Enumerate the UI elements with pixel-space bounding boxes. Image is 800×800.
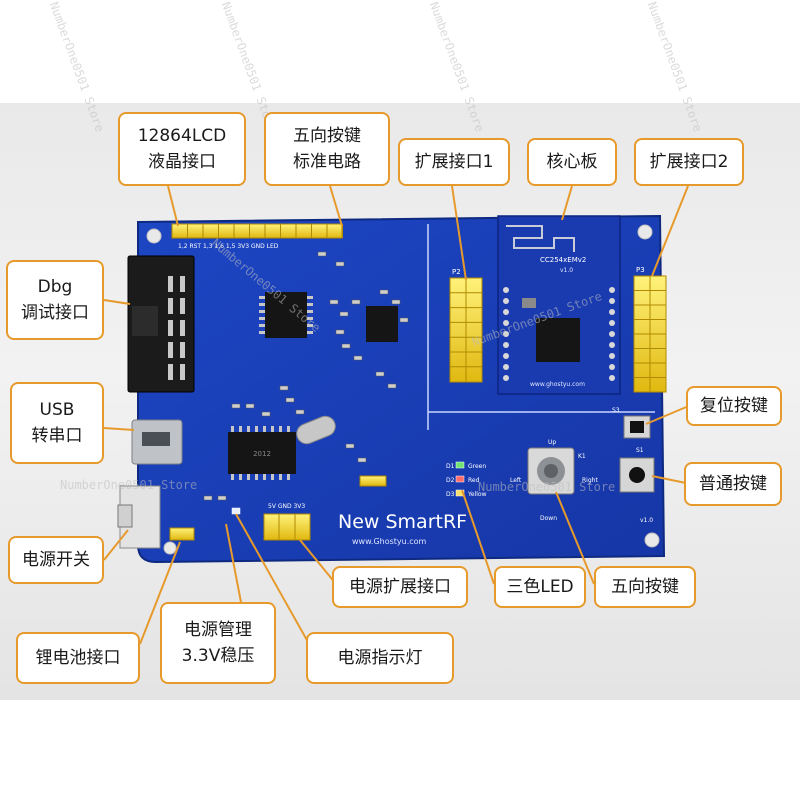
smd-components	[203, 251, 409, 501]
led-ref-2: D2	[446, 477, 455, 484]
callout-power-mgmt-line2: 3.3V稳压	[181, 646, 255, 666]
callout-exp1-text: 扩展接口1	[414, 151, 494, 172]
callout-joystick-text: 五向按键	[611, 576, 679, 597]
watermark: NumberOne0501 Store	[478, 480, 616, 494]
callout-lcd-line1: 12864LCD	[137, 125, 227, 146]
joystick-part: Up Down Left Right K1	[510, 439, 598, 522]
crystal	[296, 415, 336, 445]
small-header	[359, 475, 387, 487]
lcd-header: 1,2 RST 1,3 1,6 1,5 3V3 GND LED	[171, 223, 343, 250]
callout-usb-line1: USB	[39, 399, 75, 420]
leader-lines	[103, 185, 692, 645]
led-label-red: Red	[468, 477, 480, 484]
joystick-ref: K1	[578, 453, 586, 460]
callout-expansion-1: 扩展接口1	[398, 138, 510, 186]
callout-button-text: 普通按键	[699, 473, 767, 494]
callout-joystick-circuit: 五向按键 标准电路	[264, 112, 390, 186]
usb-connector	[131, 419, 183, 465]
callout-joystick: 五向按键	[594, 566, 696, 608]
callout-power-mgmt-line1: 电源管理	[184, 619, 252, 640]
power-switch-part	[117, 485, 161, 549]
ic-u1	[259, 292, 313, 338]
callout-battery-text: 锂电池接口	[35, 647, 121, 668]
core-module: CC254xEMv2 v1.0 www.ghostyu.com	[497, 215, 621, 395]
chip-label: 2012	[253, 450, 271, 458]
callout-power-management: 电源管理 3.3V稳压	[160, 602, 276, 684]
p3-label: P3	[636, 266, 645, 274]
joystick-left: Left	[510, 477, 522, 484]
callout-lcd-line2: 液晶接口	[148, 152, 216, 172]
callout-power-led-text: 电源指示灯	[337, 647, 423, 668]
callout-battery-interface: 锂电池接口	[16, 632, 140, 684]
ic-u2: 2012	[228, 426, 296, 480]
joystick-down: Down	[540, 515, 557, 522]
battery-connector	[169, 527, 195, 541]
callout-usb-line2: 转串口	[31, 426, 83, 446]
expansion-header-1: P2	[449, 268, 483, 383]
mounting-hole	[637, 224, 653, 240]
dbg-connector	[127, 255, 195, 393]
general-button-part: S1 v1.0	[619, 447, 655, 524]
callout-joystick-std-line2: 标准电路	[293, 152, 361, 172]
led-label-yellow: Yellow	[467, 491, 487, 498]
watermark: NumberOne0501 Store	[60, 478, 198, 492]
callout-core-text: 核心板	[546, 151, 598, 172]
callout-general-button: 普通按键	[684, 462, 782, 506]
board-title: New SmartRF	[338, 511, 467, 533]
led-ref-3: D3	[446, 491, 455, 498]
callout-power-exp-text: 电源扩展接口	[349, 576, 451, 597]
joystick-up: Up	[548, 439, 556, 446]
callout-power-switch-text: 电源开关	[22, 549, 90, 570]
callout-tricolor-led: 三色LED	[494, 566, 586, 608]
callout-power-indicator: 电源指示灯	[306, 632, 454, 684]
module-name: CC254xEMv2	[540, 256, 586, 264]
reset-ref: S3	[612, 407, 620, 414]
p2-label: P2	[452, 268, 461, 276]
board-url: www.Ghostyu.com	[352, 537, 427, 546]
callout-expansion-2: 扩展接口2	[634, 138, 744, 186]
callout-usb-serial: USB 转串口	[10, 382, 104, 464]
callout-dbg-line2: 调试接口	[21, 303, 89, 323]
callout-debug-interface: Dbg 调试接口	[6, 260, 104, 340]
power-led	[231, 507, 241, 515]
callout-led3-text: 三色LED	[506, 576, 574, 597]
ic-small	[366, 306, 398, 342]
mounting-hole	[146, 228, 162, 244]
callout-joystick-std-line1: 五向按键	[293, 125, 361, 146]
led-ref-1: D1	[446, 463, 455, 470]
mounting-hole	[644, 532, 660, 548]
expansion-header-2: P3	[633, 266, 667, 393]
power-pin-labels: 5V GND 3V3	[268, 503, 305, 510]
callout-power-switch: 电源开关	[8, 536, 104, 584]
button-ref: S1	[636, 447, 644, 454]
tricolor-leds: D1 D2 D3 Green Red Yellow	[446, 461, 487, 498]
reset-button-part: S3	[612, 407, 651, 439]
mounting-hole	[163, 541, 177, 555]
callout-core-board: 核心板	[527, 138, 617, 186]
module-site: www.ghostyu.com	[530, 381, 585, 388]
module-version: v1.0	[560, 267, 573, 274]
callout-power-expansion: 电源扩展接口	[332, 566, 468, 608]
callout-lcd-interface: 12864LCD 液晶接口	[118, 112, 246, 186]
power-expansion-header: 5V GND 3V3	[263, 503, 311, 541]
callout-dbg-line1: Dbg	[37, 276, 73, 297]
board-version: v1.0	[640, 517, 653, 524]
callout-reset-button: 复位按键	[686, 386, 782, 426]
callout-exp2-text: 扩展接口2	[649, 151, 729, 172]
lcd-pin-labels: 1,2 RST 1,3 1,6 1,5 3V3 GND LED	[178, 243, 279, 250]
joystick-right: Right	[582, 477, 598, 484]
led-label-green: Green	[468, 463, 486, 470]
callout-reset-text: 复位按键	[700, 395, 768, 416]
